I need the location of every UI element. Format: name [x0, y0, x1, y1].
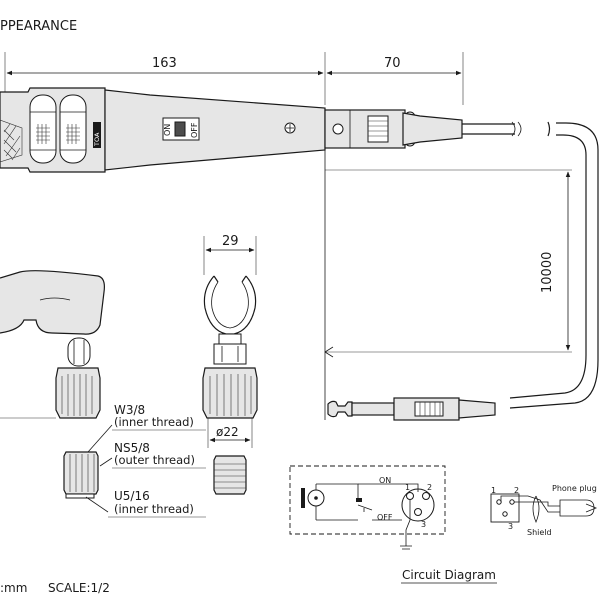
circuit-on-label: ON — [379, 476, 391, 485]
mic-switch-on: ON — [163, 124, 172, 136]
dimension-10000-label: 10000 — [540, 252, 555, 293]
holder-base-front — [202, 367, 258, 419]
circuit-off-label: OFF — [377, 513, 393, 522]
dimension-connector-length: 70 — [326, 56, 462, 76]
dimension-22-label: ø22 — [216, 425, 239, 439]
plug-tip — [327, 400, 353, 418]
circuit-diagram: ON OFF 1 2 3 Circuit Diagram — [289, 465, 497, 584]
holder-knob-side — [67, 337, 91, 367]
holder-clip-side — [0, 270, 105, 335]
thread-labels: W3/8 (inner thread) NS5/8 (outer thread)… — [85, 403, 206, 518]
thread-w38-type: (inner thread) — [114, 415, 194, 429]
toa-logo — [93, 122, 101, 148]
holder-base-side — [55, 367, 101, 419]
plug-grip — [414, 401, 444, 417]
plug-pin1-label: 1 — [491, 486, 496, 495]
plug-pin2-label: 2 — [514, 486, 519, 495]
circuit-diagram-title: Circuit Diagram — [402, 568, 496, 582]
thread-u516-type: (inner thread) — [114, 502, 194, 516]
phone-plug-symbol — [559, 499, 595, 517]
dimension-cable-length: 10000 — [324, 150, 572, 420]
dimension-29-label: 29 — [222, 234, 239, 249]
thread-u516-size: U5/16 — [114, 489, 150, 503]
thread-adapter-right — [213, 455, 247, 495]
unit-label: :mm — [0, 581, 27, 595]
phone-plug-label: Phone plug — [552, 484, 597, 493]
mic-switch-knob — [174, 121, 186, 137]
microphone-side-view: TOA ON OFF — [0, 87, 522, 173]
page-title: PPEARANCE — [0, 19, 77, 34]
cable-loop — [509, 121, 599, 409]
mic-switch-off: OFF — [190, 122, 199, 138]
thread-ns58-size: NS5/8 — [114, 441, 150, 455]
mic-grille-mesh — [0, 119, 23, 163]
circuit-capsule-plate — [301, 488, 305, 508]
dimension-163-label: 163 — [152, 56, 177, 71]
plug-boot — [458, 399, 496, 419]
phone-plug — [327, 397, 496, 421]
thread-ns58-type: (outer thread) — [114, 453, 195, 467]
mic-holder-front-view: 29 ø22 — [202, 234, 258, 448]
thread-w38-size: W3/8 — [114, 403, 145, 417]
plug-pin3-label: 3 — [508, 522, 513, 531]
plug-wiring-diagram: 1 2 3 Phone plug Shield — [490, 484, 598, 537]
circuit-border — [289, 465, 446, 535]
circuit-pin3-label: 3 — [421, 520, 426, 529]
plug-wiring-box — [490, 493, 520, 523]
shield-symbol — [532, 495, 540, 524]
leader-u516 — [85, 496, 109, 513]
xlr-latch — [332, 123, 344, 135]
circuit-pin2-label: 2 — [427, 483, 432, 492]
leader-ns58 — [99, 457, 113, 467]
thread-adapter-left — [63, 451, 99, 499]
leader-w38 — [87, 424, 113, 453]
circuit-pin1-label: 1 — [405, 483, 410, 492]
holder-knob-front — [213, 343, 247, 365]
cable-boot — [402, 112, 463, 146]
shield-label: Shield — [527, 528, 552, 537]
plug-sleeve — [351, 402, 395, 416]
mic-holder-side-view — [0, 270, 105, 419]
cable-start — [462, 123, 515, 135]
xlr-grip — [367, 115, 389, 143]
scale-label: SCALE:1/2 — [48, 581, 110, 595]
dimension-70-label: 70 — [384, 56, 401, 71]
mic-grille-slot-2 — [59, 94, 87, 164]
circuit-switch — [356, 498, 362, 502]
dimension-mic-length: 163 — [4, 52, 464, 105]
mic-grille-slot-1 — [29, 94, 57, 164]
toa-logo-text: TOA — [93, 132, 101, 147]
